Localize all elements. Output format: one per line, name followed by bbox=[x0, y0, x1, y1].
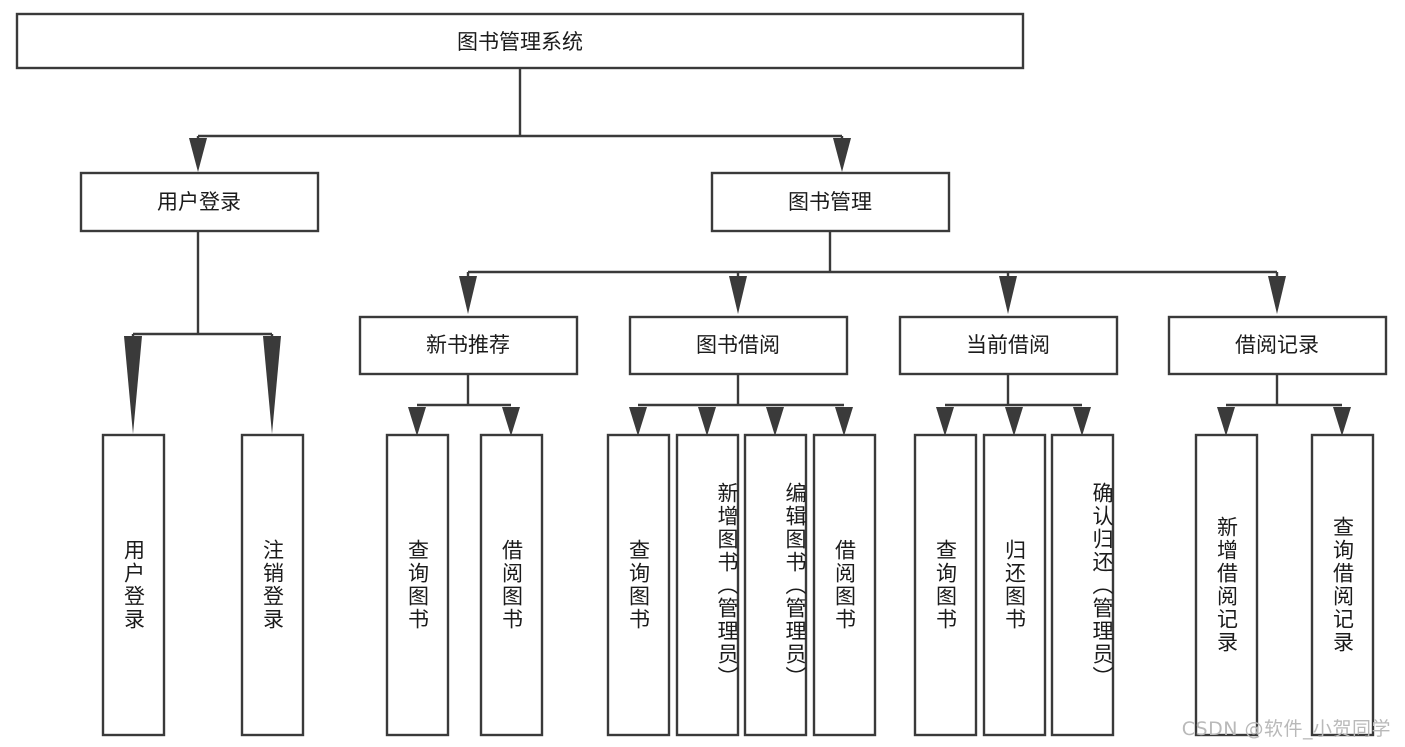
node-new-book-recommend-label: 新书推荐 bbox=[426, 333, 510, 357]
node-user-login-box[interactable] bbox=[79, 171, 320, 233]
arrow-to-current-borrow bbox=[999, 276, 1017, 314]
arrow-to-leaf-query-book-2 bbox=[629, 407, 647, 436]
arrow-to-leaf-add-record bbox=[1217, 407, 1235, 436]
node-leaf-borrow-book-2-box[interactable] bbox=[812, 433, 877, 737]
node-book-manage-box[interactable] bbox=[710, 171, 951, 233]
node-leaf-add-book-box[interactable] bbox=[675, 433, 740, 737]
node-book-manage[interactable]: 图书管理 bbox=[710, 171, 951, 233]
node-leaf-borrow-book-1-box[interactable] bbox=[479, 433, 544, 737]
node-user-login[interactable]: 用户登录 bbox=[79, 171, 320, 233]
node-current-borrow-label: 当前借阅 bbox=[966, 333, 1050, 357]
arrow-to-book-borrow bbox=[729, 276, 747, 314]
arrow-to-leaf-borrow-book-1 bbox=[502, 407, 520, 436]
node-new-book-recommend-box[interactable] bbox=[358, 315, 579, 376]
arrow-to-book-manage bbox=[833, 138, 851, 172]
connector-layer bbox=[124, 68, 1351, 436]
node-borrow-record[interactable]: 借阅记录 bbox=[1167, 315, 1388, 376]
node-leaf-return-book-box[interactable] bbox=[982, 433, 1047, 737]
node-leaf-confirm-return-box[interactable] bbox=[1050, 433, 1115, 737]
node-leaf-user-login-box[interactable] bbox=[101, 433, 166, 737]
node-root-label: 图书管理系统 bbox=[457, 30, 583, 54]
arrow-to-leaf-confirm-return bbox=[1073, 407, 1091, 436]
node-new-book-recommend[interactable]: 新书推荐 bbox=[358, 315, 579, 376]
node-root[interactable]: 图书管理系统 bbox=[15, 12, 1025, 70]
arrow-to-leaf-edit-book bbox=[766, 407, 784, 436]
node-book-borrow-label: 图书借阅 bbox=[696, 333, 780, 357]
arrow-to-user-login bbox=[189, 138, 207, 172]
node-book-manage-label: 图书管理 bbox=[788, 190, 872, 214]
node-user-login-label: 用户登录 bbox=[157, 190, 241, 214]
node-leaf-query-book-3-box[interactable] bbox=[913, 433, 978, 737]
node-leaf-query-book-1-box[interactable] bbox=[385, 433, 450, 737]
arrow-to-leaf-add-book bbox=[698, 407, 716, 436]
node-leaf-edit-book-box[interactable] bbox=[743, 433, 808, 737]
node-leaf-add-record-box[interactable] bbox=[1194, 433, 1259, 737]
arrow-to-leaf-query-book-3 bbox=[936, 407, 954, 436]
node-leaf-query-record-box[interactable] bbox=[1310, 433, 1375, 737]
node-borrow-record-label: 借阅记录 bbox=[1235, 333, 1319, 357]
node-root-box[interactable] bbox=[15, 12, 1025, 70]
arrow-to-leaf-borrow-book-2 bbox=[835, 407, 853, 436]
arrow-to-new-book-recommend bbox=[459, 276, 477, 314]
node-book-borrow[interactable]: 图书借阅 bbox=[628, 315, 849, 376]
node-leaf-logout-box[interactable] bbox=[240, 433, 305, 737]
arrow-to-leaf-return-book bbox=[1005, 407, 1023, 436]
node-leaf-query-book-2-box[interactable] bbox=[606, 433, 671, 737]
arrow-to-leaf-query-book-1 bbox=[408, 407, 426, 436]
csdn-watermark: CSDN @软件_小贺同学 bbox=[1181, 718, 1391, 740]
node-book-borrow-box[interactable] bbox=[628, 315, 849, 376]
node-current-borrow[interactable]: 当前借阅 bbox=[898, 315, 1119, 376]
node-borrow-record-box[interactable] bbox=[1167, 315, 1388, 376]
arrow-to-borrow-record bbox=[1268, 276, 1286, 314]
arrow-to-leaf-query-record bbox=[1333, 407, 1351, 436]
node-current-borrow-box[interactable] bbox=[898, 315, 1119, 376]
